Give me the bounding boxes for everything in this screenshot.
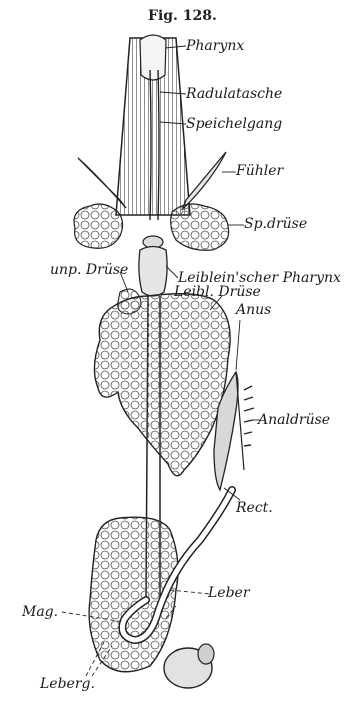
label-leibl-druese: Leibl. Drüse — [174, 284, 261, 300]
leiblein-gland — [94, 294, 230, 476]
label-anus: Anus — [236, 302, 271, 318]
label-analdruese: Analdrüse — [258, 412, 330, 428]
label-rect: Rect. — [236, 500, 273, 516]
label-fuehler: Fühler — [236, 163, 283, 179]
label-pharynx: Pharynx — [186, 38, 244, 54]
pharynx-sheath — [116, 35, 190, 215]
label-leberg: Leberg. — [40, 676, 95, 692]
label-speichelgang: Speichelgang — [186, 116, 282, 132]
label-leber: Leber — [208, 585, 250, 601]
label-radulatasche: Radulatasche — [186, 86, 282, 102]
label-unp-druese: unp. Drüse — [50, 262, 128, 278]
label-mag: Mag. — [22, 604, 58, 620]
label-sp-druese: Sp.drüse — [244, 216, 307, 232]
bottom-organ — [164, 644, 214, 688]
